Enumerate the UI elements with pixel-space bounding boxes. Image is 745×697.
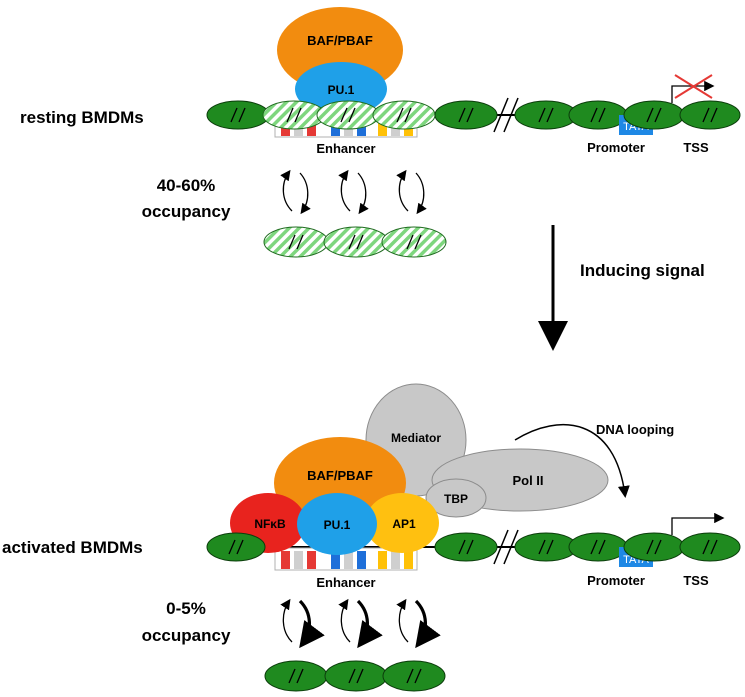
nucleosome [434, 532, 498, 562]
tss-arrow [671, 512, 725, 535]
exchange-arrows [280, 598, 441, 649]
ap1-factor [365, 493, 439, 553]
nucleosome [434, 100, 498, 130]
nucleosome [264, 660, 328, 692]
resting-state-label: resting BMDMs [20, 108, 144, 127]
nucleosome-hatched [381, 226, 447, 258]
pol-ii-label: Pol II [512, 473, 543, 488]
nucleosome [623, 100, 685, 130]
enhancer-label: Enhancer [316, 575, 375, 590]
promoter-label: Promoter [587, 140, 645, 155]
dna-looping-arrow [514, 423, 630, 498]
occupancy-value: 0-5% [166, 599, 206, 618]
nucleosome-hatched [316, 100, 380, 130]
nucleosome [514, 100, 578, 130]
pu1-label: PU.1 [324, 518, 351, 532]
baf-pbaf-label: BAF/PBAF [307, 33, 373, 48]
nucleosome [206, 532, 266, 562]
enhancer-region [274, 547, 418, 571]
nucleosome [206, 100, 270, 130]
nucleosome [679, 532, 741, 562]
nucleosome [568, 532, 628, 562]
activated-state-label: activated BMDMs [2, 538, 143, 557]
pu1-label: PU.1 [328, 83, 355, 97]
nucleosome [514, 532, 578, 562]
promoter-label: Promoter [587, 573, 645, 588]
resting-panel: resting BMDMs Enhancer BAF/PBAF PU.1 [20, 7, 741, 258]
nucleosome [324, 660, 388, 692]
activated-panel: activated BMDMs Enhancer Mediator BAF/PB… [2, 383, 741, 692]
tss-label: TSS [683, 573, 709, 588]
occupancy-word: occupancy [142, 202, 231, 221]
nucleosome [679, 100, 741, 130]
nucleosome-row [206, 100, 628, 130]
tbp-label: TBP [444, 492, 468, 506]
tss-arrow [671, 80, 715, 103]
occupancy-value: 40-60% [157, 176, 216, 195]
occupancy-word: occupancy [142, 626, 231, 645]
nfkb-label: NFκB [254, 517, 286, 531]
baf-pbaf-label: BAF/PBAF [307, 468, 373, 483]
free-nucleosome-row [264, 660, 446, 692]
nucleosome-hatched [263, 226, 329, 258]
dna-looping-label: DNA looping [596, 422, 674, 437]
exchange-arrows [280, 169, 427, 215]
dna-break-mark [493, 529, 519, 565]
inducing-signal-label: Inducing signal [580, 261, 705, 280]
nucleosome [382, 660, 446, 692]
nucleosome [623, 532, 685, 562]
tss-label: TSS [683, 140, 709, 155]
mediator-label: Mediator [391, 431, 441, 445]
nucleosome-hatched [372, 100, 436, 130]
dna-break-mark [493, 97, 519, 133]
tbp-factor [425, 478, 487, 518]
nucleosome-hatched [323, 226, 389, 258]
nucleosome [568, 100, 628, 130]
free-nucleosome-row [263, 226, 447, 258]
nucleosome-hatched [262, 100, 326, 130]
pu1-factor [297, 493, 377, 555]
blocked-transcription-cross [674, 74, 713, 99]
enhancer-label: Enhancer [316, 141, 375, 156]
ap1-label: AP1 [392, 517, 416, 531]
transition: Inducing signal [538, 225, 705, 351]
